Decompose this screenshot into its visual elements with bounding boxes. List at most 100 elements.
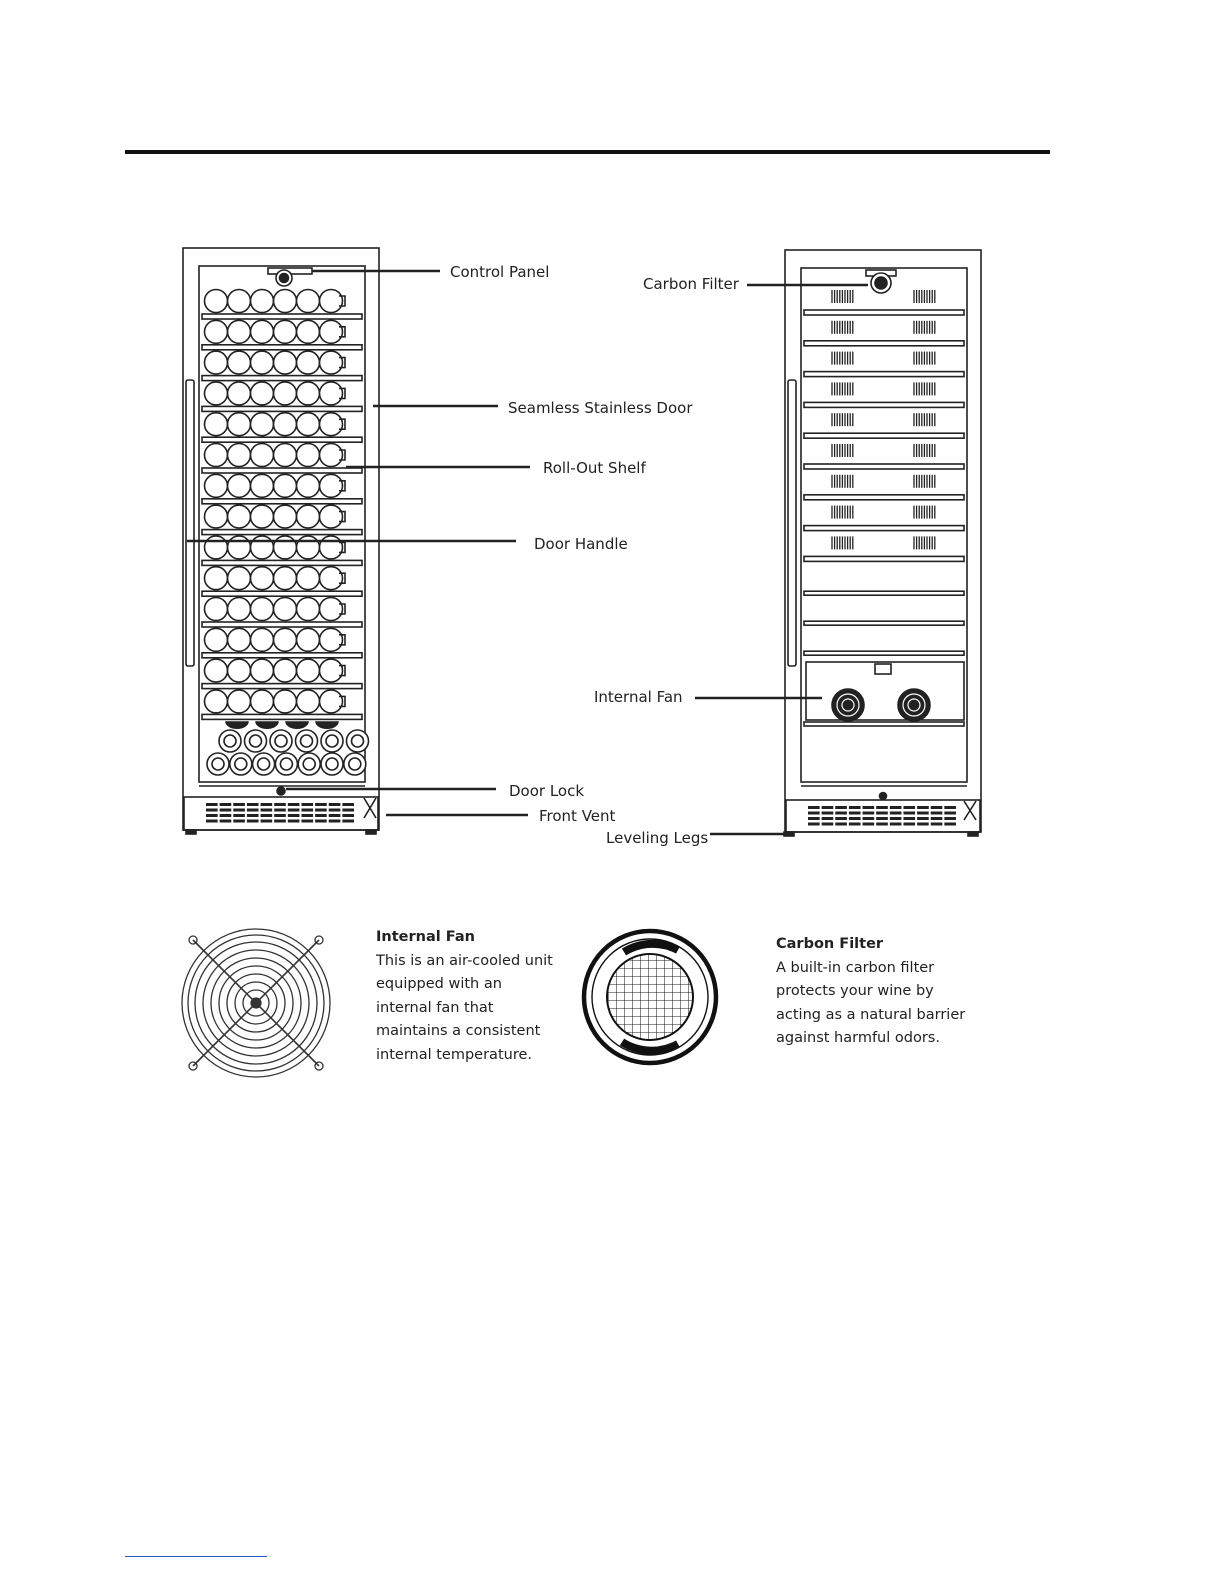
bottle (295, 319, 321, 345)
vent-slat (903, 806, 916, 809)
bottle (272, 473, 298, 499)
bottle (295, 565, 321, 591)
bottle (249, 535, 275, 560)
feature-internal-fan: Internal Fan This is an air-cooled unit … (376, 926, 553, 1067)
bottle-neck (339, 387, 346, 400)
vent-slat (219, 819, 232, 823)
bottle (318, 689, 344, 714)
vent-slat (274, 808, 286, 812)
stacked-bottle-inner (223, 734, 237, 748)
vent-slat (328, 814, 341, 817)
bottle (318, 627, 344, 653)
vent-slat (260, 808, 273, 812)
stacked-bottle-inner (274, 734, 288, 748)
bottle (203, 565, 229, 591)
feature-fan-title: Internal Fan (376, 929, 475, 945)
bottle (226, 535, 252, 560)
vent-slat (903, 822, 916, 826)
feature-fan-line: internal temperature. (376, 1046, 532, 1063)
vent-slat (917, 822, 929, 826)
vent-slat (206, 803, 218, 806)
bottle (249, 288, 275, 314)
vent-slat (876, 817, 888, 820)
stacked-bottle-inner (299, 734, 314, 748)
bottle (226, 565, 252, 591)
bottle (226, 627, 252, 653)
rear-shelf (803, 309, 965, 316)
bottle-neck (339, 664, 346, 677)
bottle (272, 381, 298, 406)
vent-slat (301, 814, 314, 817)
stacked-bottle-inner (248, 734, 263, 748)
roll-out-shelf (201, 343, 363, 351)
front-view-cooler (182, 247, 380, 835)
rear-shelf (803, 370, 965, 378)
vent-slat (342, 819, 354, 823)
bottle (295, 658, 321, 683)
bottle-neck (339, 295, 346, 307)
bottle (226, 596, 252, 622)
grille-ring (234, 981, 278, 1025)
grille-ring (187, 934, 325, 1072)
grille-ring (210, 957, 302, 1049)
vent-slat (274, 803, 286, 806)
bottle-neck (339, 572, 346, 584)
bottle-top (255, 721, 279, 729)
vent-slat (930, 806, 943, 809)
label-control-panel: Control Panel (450, 263, 550, 281)
bottle (295, 350, 321, 375)
leader-lines (187, 269, 868, 836)
vent-slat (328, 803, 341, 806)
vent-slat (287, 808, 300, 812)
internal-fan-part (805, 661, 965, 722)
stacked-bottle (320, 752, 344, 776)
stacked-bottle (345, 729, 370, 753)
bottle (295, 627, 321, 653)
stacked-bottle (229, 752, 253, 776)
vent-slat (848, 811, 861, 815)
bottle (318, 411, 344, 437)
bottle (295, 442, 321, 468)
vent-slat (301, 803, 314, 806)
vent-slat (808, 822, 820, 826)
bottle (272, 504, 298, 529)
bottle (203, 535, 229, 560)
roll-out-shelf (201, 682, 363, 690)
bottle (295, 411, 321, 437)
vent-slat (835, 806, 847, 809)
vent-slat (808, 817, 820, 820)
bottle (272, 627, 298, 653)
vent-slat (219, 808, 232, 812)
bottle-neck (339, 603, 346, 615)
bottle (249, 627, 275, 653)
vent-slat (889, 817, 902, 820)
stacked-bottle (243, 729, 268, 753)
header-rule (125, 150, 1050, 154)
bottle-neck (339, 634, 346, 646)
bottle (272, 535, 298, 560)
rear-shelf (803, 463, 965, 470)
bottle (272, 288, 298, 314)
vent-slat (328, 808, 341, 812)
feature-fan-line: internal fan that (376, 999, 494, 1016)
bottle-neck (339, 418, 346, 430)
bottle (203, 411, 229, 437)
front-door-handle (185, 379, 195, 667)
bottle (295, 288, 321, 314)
roll-out-shelf (201, 467, 363, 474)
vent-slat (206, 814, 218, 817)
rear-shelf (803, 721, 965, 727)
vent-slat (876, 806, 888, 809)
label-door-lock: Door Lock (509, 782, 585, 800)
vent-slat (917, 811, 929, 815)
bottle-neck (339, 695, 346, 708)
vent-slat (889, 806, 902, 809)
bottle (226, 689, 252, 714)
vent-slat (315, 819, 327, 823)
roll-out-shelf (201, 528, 363, 536)
bottle (226, 411, 252, 437)
bottle (203, 689, 229, 714)
bottle (249, 319, 275, 345)
grille-ring (242, 989, 270, 1017)
fan-ring (836, 693, 860, 717)
